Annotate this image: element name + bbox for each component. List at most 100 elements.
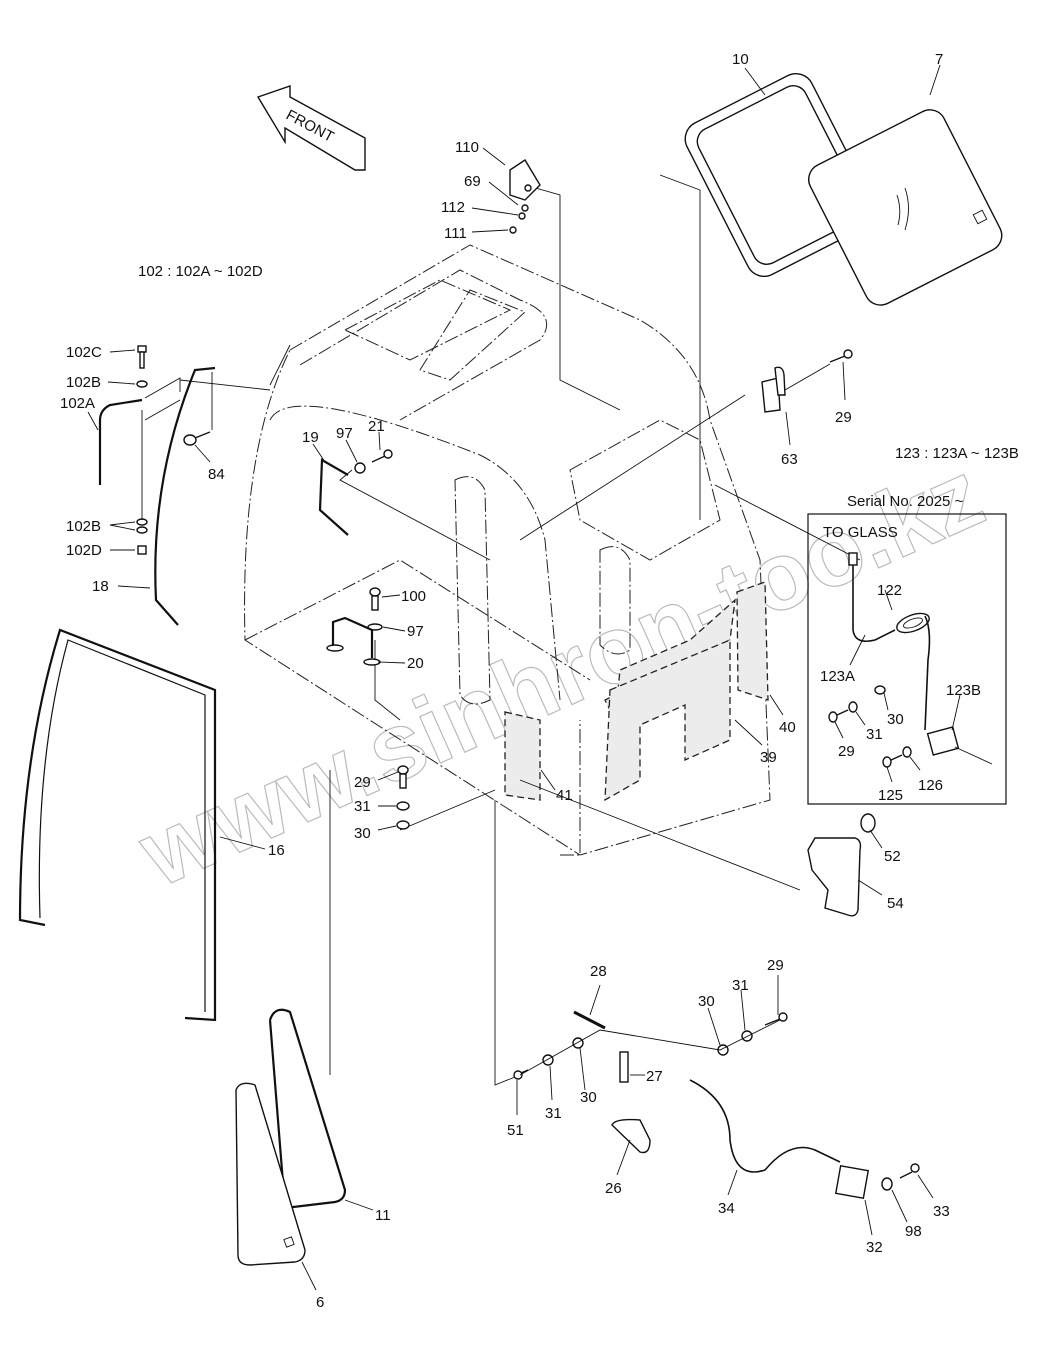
- label-29-bottom: 29: [767, 957, 784, 974]
- label-19: 19: [302, 429, 319, 446]
- part-123B-module: [924, 615, 993, 765]
- part-63-latch: [761, 366, 786, 413]
- label-31-box: 31: [866, 726, 883, 743]
- part-32-striker: [834, 1164, 870, 1200]
- label-33: 33: [933, 1203, 950, 1220]
- part-102B-washer-bottom-2: [136, 526, 148, 534]
- panel-41: [504, 711, 541, 801]
- part-29-bolt-box: [828, 709, 849, 723]
- part-34-cable: [689, 1079, 841, 1173]
- label-28: 28: [590, 963, 607, 980]
- part-29-bolt-left: [397, 765, 409, 789]
- part-102A-handle: [98, 398, 143, 485]
- label-29-left: 29: [354, 774, 371, 791]
- part-29-bolt-lower: [764, 1012, 788, 1026]
- label-32: 32: [866, 1239, 883, 1256]
- label-102A: 102A: [60, 395, 95, 412]
- part-16-door-seal: [18, 628, 217, 1022]
- leader-lines: [179, 174, 801, 1086]
- label-29-63: 29: [835, 409, 852, 426]
- part-102D-nut: [137, 545, 147, 555]
- label-102B-bottom: 102B: [66, 518, 101, 535]
- label-41: 41: [556, 787, 573, 804]
- part-102C-bolt: [137, 345, 147, 369]
- label-123B: 123B: [946, 682, 981, 699]
- watermark: www.sinhron-too.kz: [123, 439, 998, 908]
- part-97-washer-mid: [367, 623, 383, 631]
- part-10-window-seal: [684, 72, 876, 278]
- part-28-pin: [573, 1010, 606, 1030]
- part-125-bolt: [882, 754, 903, 768]
- part-29-screw-63: [829, 349, 853, 363]
- part-126-washer: [902, 746, 912, 758]
- label-30-box: 30: [887, 711, 904, 728]
- label-40: 40: [779, 719, 796, 736]
- part-31-washer-lower-left: [542, 1054, 554, 1066]
- part-123A-harness: [848, 552, 896, 643]
- part-30-washer-left: [396, 820, 410, 830]
- part-31-washer-left: [396, 801, 410, 811]
- label-11: 11: [375, 1207, 391, 1224]
- part-26-latch: [611, 1118, 651, 1154]
- part-21-bolt: [371, 449, 393, 463]
- part-6-glass: [235, 1082, 306, 1266]
- label-63: 63: [781, 451, 798, 468]
- panel-40: [736, 581, 769, 701]
- part-7-glass: [808, 109, 1003, 306]
- part-20-step: [331, 616, 374, 658]
- label-20: 20: [407, 655, 424, 672]
- label-112: 112: [441, 199, 465, 216]
- label-123A: 123A: [820, 668, 855, 685]
- label-29-box: 29: [838, 743, 855, 760]
- label-31-bottom-right: 31: [732, 977, 749, 994]
- label-84: 84: [208, 466, 225, 483]
- label-10: 10: [732, 51, 749, 68]
- label-7: 7: [935, 51, 943, 68]
- part-51-bolt: [513, 1069, 529, 1080]
- label-111: 111: [444, 225, 467, 242]
- label-26: 26: [605, 1180, 622, 1197]
- to-glass-label: TO GLASS: [823, 524, 898, 541]
- part-20-foot-left: [326, 644, 344, 652]
- label-102B-top: 102B: [66, 374, 101, 391]
- label-69: 69: [464, 173, 481, 190]
- label-18: 18: [92, 578, 109, 595]
- part-54-cover: [807, 837, 862, 917]
- label-31-bottom-left: 31: [545, 1105, 562, 1122]
- part-84-bolt: [183, 431, 211, 446]
- label-52: 52: [884, 848, 901, 865]
- label-102C: 102C: [66, 344, 102, 361]
- label-97-top: 97: [336, 425, 353, 442]
- group-102-note: 102 : 102A ~ 102D: [138, 263, 263, 280]
- front-arrow-icon: FRONT: [256, 85, 366, 171]
- label-30-bottom-left: 30: [580, 1089, 597, 1106]
- label-34: 34: [718, 1200, 735, 1217]
- label-21: 21: [368, 418, 385, 435]
- label-125: 125: [878, 787, 903, 804]
- part-31-washer-box: [848, 701, 858, 713]
- label-54: 54: [887, 895, 904, 912]
- label-30-left: 30: [354, 825, 371, 842]
- part-30-washer-lower-left: [572, 1037, 584, 1049]
- label-31-left: 31: [354, 798, 371, 815]
- label-100: 100: [401, 588, 426, 605]
- part-27-spring: [619, 1051, 629, 1083]
- label-39: 39: [760, 749, 777, 766]
- label-98: 98: [905, 1223, 922, 1240]
- label-16: 16: [268, 842, 285, 859]
- label-126: 126: [918, 777, 943, 794]
- cab-body: [244, 244, 861, 856]
- part-97-washer-top: [354, 462, 366, 474]
- part-18-rail: [154, 366, 216, 626]
- part-19-handle: [318, 458, 349, 536]
- label-51: 51: [507, 1122, 524, 1139]
- part-110-bracket: [509, 159, 541, 234]
- part-102B-washer-top: [136, 380, 148, 388]
- part-100-bolt: [369, 587, 381, 611]
- group-123-note: 123 : 123A ~ 123B: [895, 445, 1019, 462]
- label-30-bottom-right: 30: [698, 993, 715, 1010]
- watermark-text: www.sinhron-too.kz: [124, 440, 998, 908]
- panel-39: [604, 598, 736, 802]
- part-11-seal: [268, 1008, 347, 1210]
